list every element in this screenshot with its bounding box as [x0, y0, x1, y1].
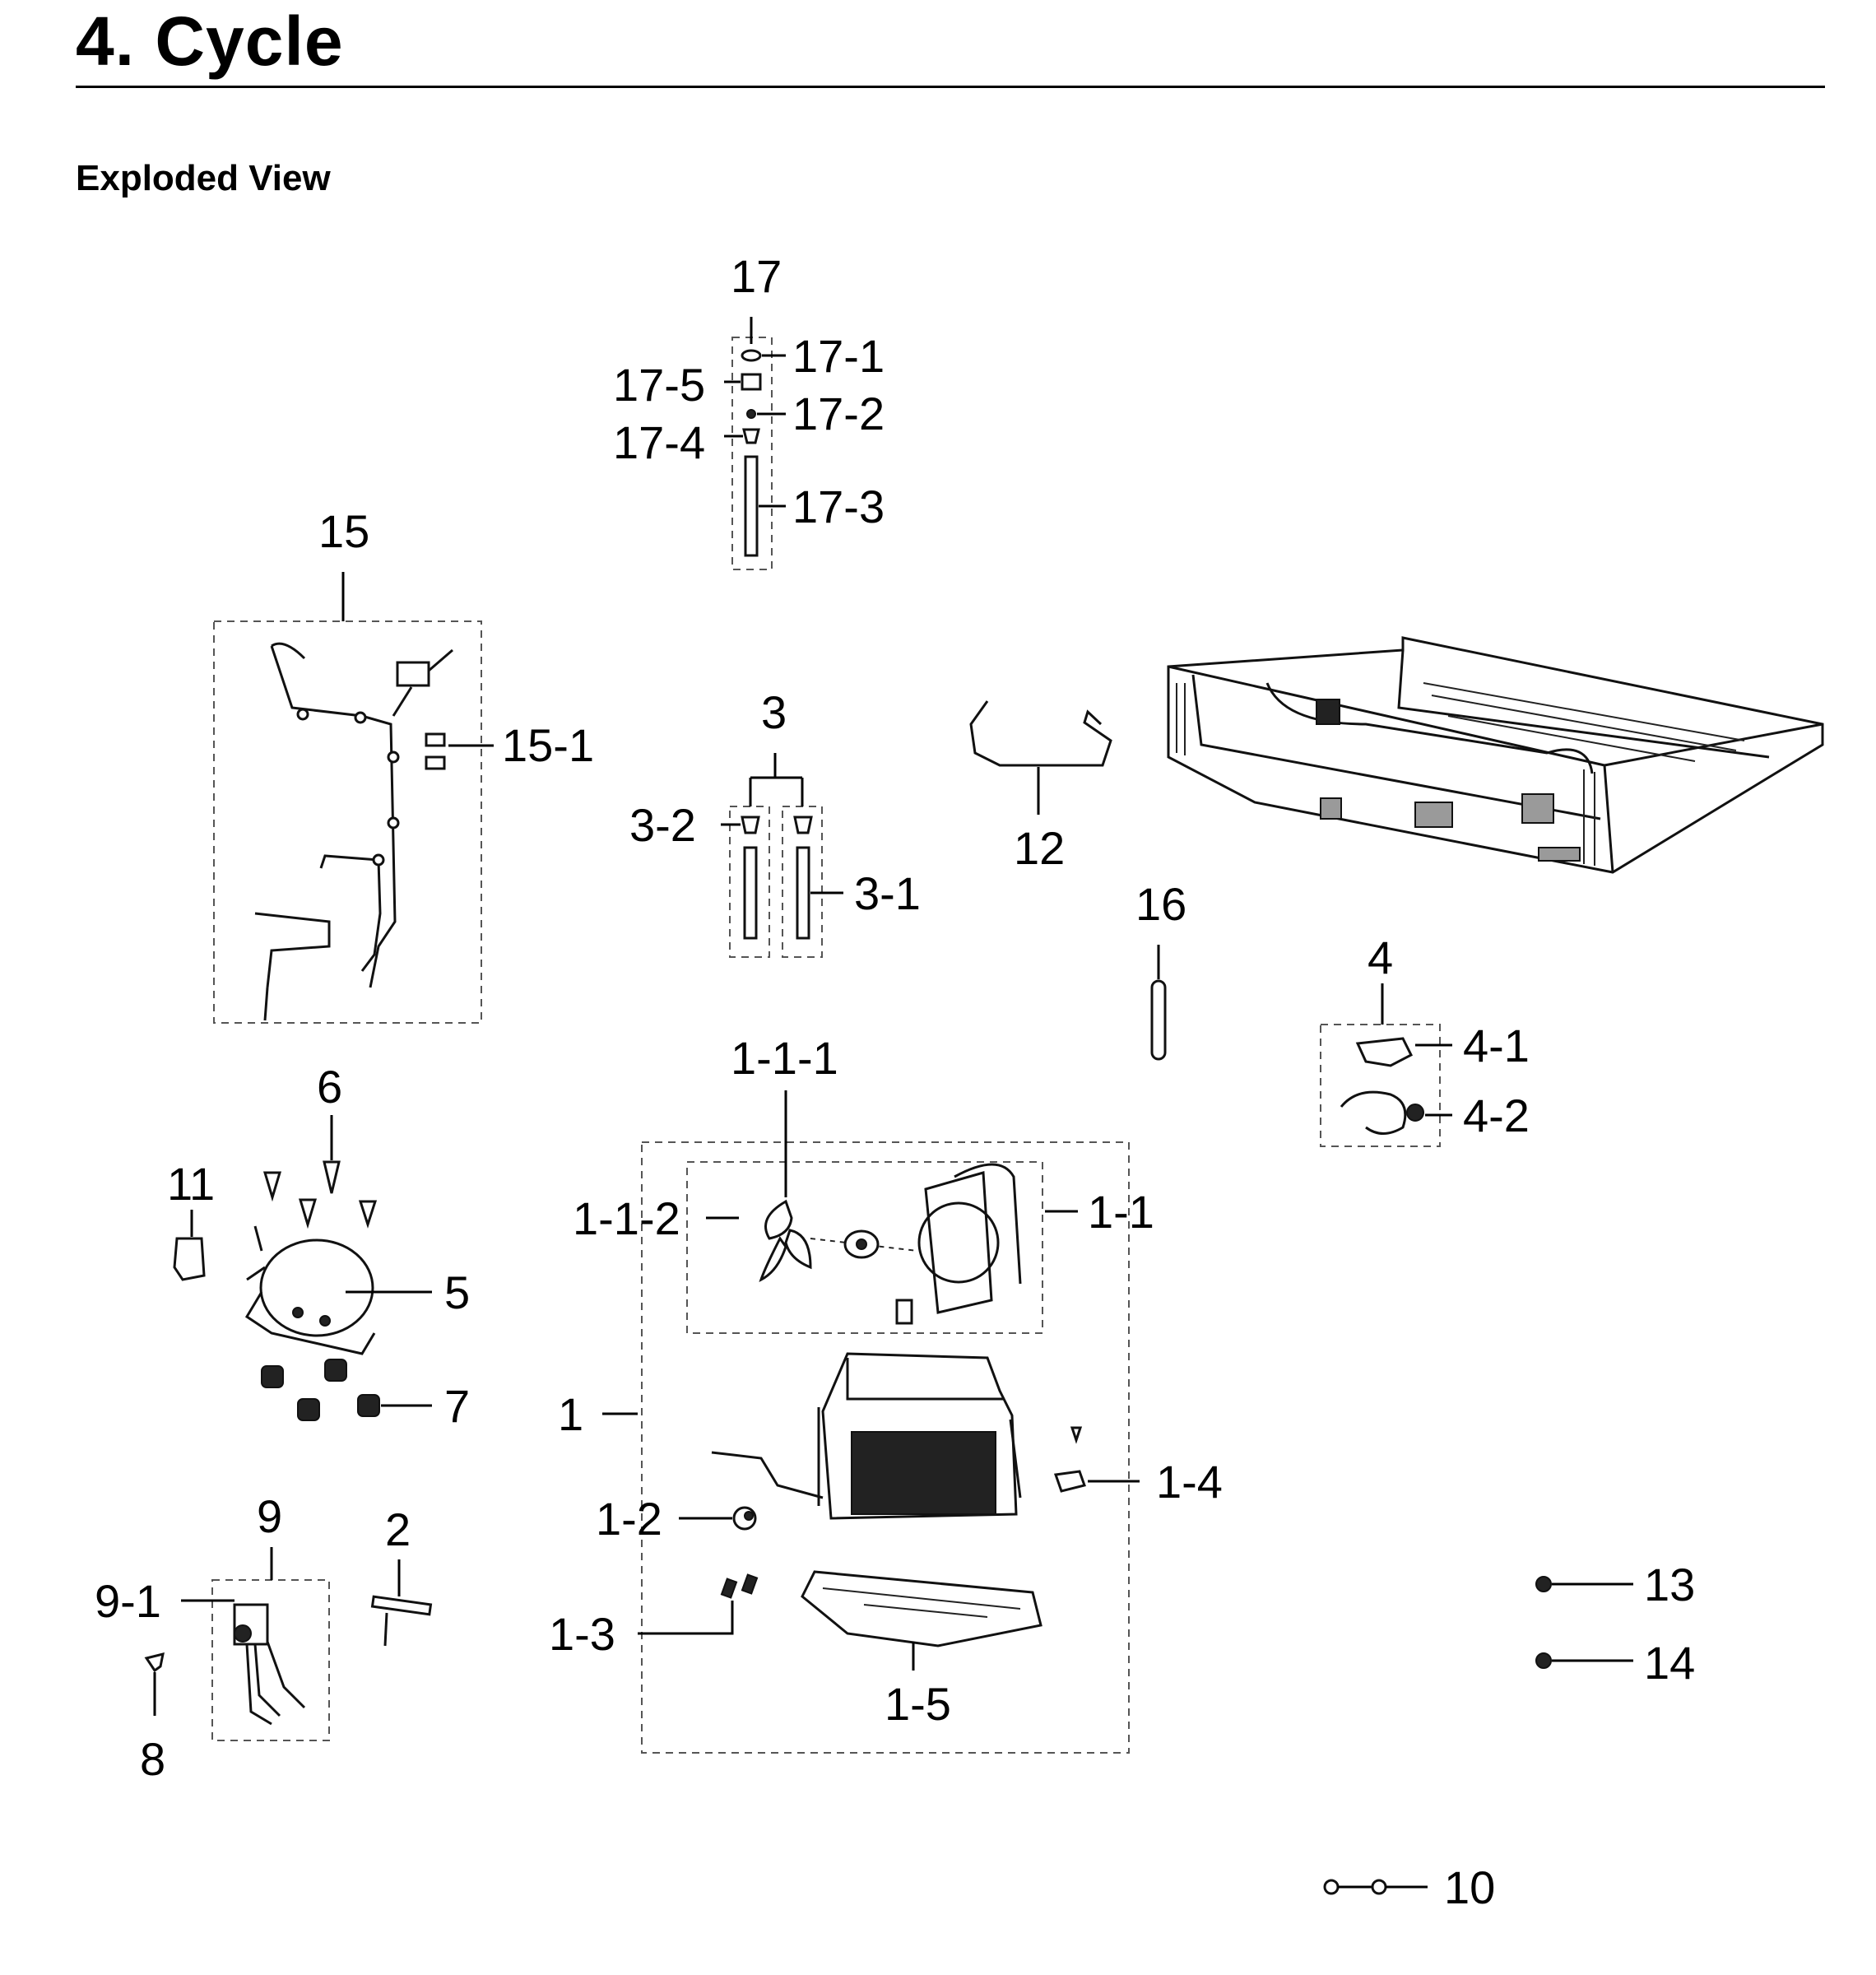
part-2 — [370, 1595, 433, 1616]
base-tray-1-5 — [801, 1570, 1042, 1647]
part-4-1 — [1355, 1037, 1414, 1067]
callout-1-5: 1-5 — [885, 1678, 951, 1730]
callout-15: 15 — [318, 505, 369, 557]
callout-4-1: 4-1 — [1463, 1020, 1530, 1071]
callout-1-1-1: 1-1-1 — [731, 1032, 838, 1084]
tube-15-main — [270, 645, 397, 988]
part-4-2 — [1340, 1090, 1407, 1135]
part-group-3: 3 3-2 3-1 — [629, 686, 921, 958]
callout-16: 16 — [1135, 878, 1186, 930]
part-1-3 — [720, 1578, 738, 1599]
compressor-5 — [259, 1238, 374, 1337]
part-group-9: 9 9-1 8 2 — [95, 1490, 433, 1785]
callout-1-2: 1-2 — [596, 1493, 662, 1545]
callout-17-3: 17-3 — [792, 481, 885, 532]
part-group-12: 12 — [969, 700, 1112, 874]
part-17-3 — [744, 455, 759, 557]
callout-6: 6 — [317, 1061, 342, 1113]
callout-1-1-2: 1-1-2 — [573, 1192, 680, 1244]
condenser-pipe — [711, 1451, 824, 1499]
cabinet-frame — [1167, 636, 1824, 874]
rubber-foot-7 — [261, 1365, 284, 1388]
part-10 — [1323, 1879, 1340, 1895]
fan-shroud-1-1 — [924, 1171, 993, 1314]
pipe-12 — [969, 700, 1112, 767]
section-subtitle: Exploded View — [76, 158, 331, 198]
callout-13: 13 — [1644, 1559, 1695, 1610]
title-rule — [76, 86, 1825, 88]
callout-17-4: 17-4 — [613, 416, 705, 468]
screw-6 — [262, 1160, 378, 1229]
callout-3-1: 3-1 — [854, 867, 921, 919]
callout-4: 4 — [1368, 932, 1393, 983]
part-13 — [1535, 1576, 1552, 1592]
callout-7: 7 — [444, 1380, 470, 1432]
callout-10: 10 — [1444, 1861, 1495, 1913]
callout-12: 12 — [1014, 822, 1065, 874]
callout-17: 17 — [731, 250, 782, 302]
callout-17-1: 17-1 — [792, 330, 885, 382]
part-group-15: 15 15-1 — [213, 505, 594, 1024]
part-17-2 — [746, 409, 756, 419]
group-1-outline — [641, 1141, 1130, 1754]
part-group-16: 16 — [1135, 878, 1186, 1061]
callout-15-1: 15-1 — [502, 719, 594, 771]
part-group-17: 17 17-1 17-5 17-2 17-4 17-3 — [613, 250, 885, 570]
callout-11: 11 — [167, 1158, 215, 1210]
part-16 — [1150, 979, 1167, 1061]
callout-3-2: 3-2 — [629, 799, 696, 851]
part-1-4 — [1053, 1470, 1086, 1493]
part-15-1-top — [425, 732, 446, 747]
page-title: 4. Cycle — [76, 2, 344, 80]
part-3-1-tube — [796, 846, 810, 940]
condenser-coil — [851, 1431, 996, 1515]
part-15-1-bottom — [425, 755, 446, 770]
callout-1-4: 1-4 — [1156, 1456, 1223, 1508]
part-8 — [144, 1652, 165, 1673]
part-15-valve — [396, 661, 430, 687]
part-3-2-tube — [743, 846, 758, 940]
callout-9: 9 — [257, 1490, 282, 1542]
callout-1-3: 1-3 — [549, 1608, 615, 1660]
group-15-outline — [213, 620, 482, 1024]
part-group-4: 4 4-1 4-2 — [1320, 932, 1530, 1147]
loose-parts: 13 14 10 — [1323, 1559, 1695, 1913]
callout-3: 3 — [761, 686, 787, 738]
callout-1-1: 1-1 — [1088, 1186, 1154, 1238]
part-11 — [173, 1237, 206, 1281]
part-17-1 — [741, 349, 762, 362]
group-9-outline — [211, 1579, 330, 1741]
part-3-2-cap — [741, 816, 760, 834]
part-3-1-cap — [793, 816, 813, 834]
callout-17-5: 17-5 — [613, 359, 705, 411]
callout-4-2: 4-2 — [1463, 1090, 1530, 1141]
part-17-5 — [741, 373, 762, 391]
callout-2: 2 — [385, 1503, 411, 1555]
callout-17-2: 17-2 — [792, 388, 885, 439]
part-group-1: 1-1-1 1-1-2 1-1 1 1-2 1-3 1-4 1-5 — [549, 1032, 1223, 1754]
part-17-4 — [742, 428, 760, 444]
callout-8: 8 — [140, 1733, 165, 1785]
compressor-group: 6 11 5 7 — [167, 1061, 470, 1432]
part-14 — [1535, 1652, 1552, 1669]
group-4-outline — [1320, 1024, 1441, 1147]
callout-5: 5 — [444, 1266, 470, 1318]
fan-blade-1-1-1 — [764, 1199, 793, 1240]
callout-14: 14 — [1644, 1637, 1695, 1689]
group-1-1-outline — [686, 1161, 1043, 1334]
callout-9-1: 9-1 — [95, 1575, 161, 1627]
callout-1: 1 — [558, 1388, 583, 1440]
